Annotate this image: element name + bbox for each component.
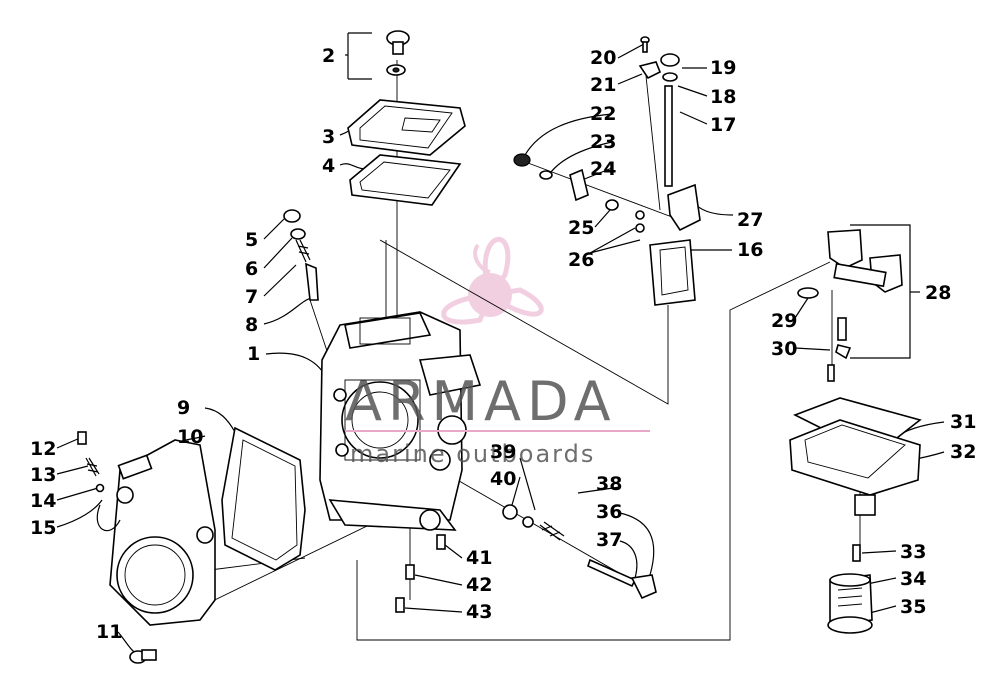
idle-screw-assembly [502,504,657,600]
callout-35: 35 [900,596,926,618]
callout-6: 6 [245,258,258,280]
cover-gasket [349,154,462,206]
callout-24: 24 [590,158,616,180]
callout-13: 13 [30,464,56,486]
callout-39: 39 [490,441,516,463]
callout-labels: 2 3 4 5 6 7 8 1 9 10 12 13 14 15 11 20 2… [30,45,976,643]
callout-41: 41 [466,547,492,569]
callout-37: 37 [596,529,622,551]
callout-31: 31 [950,411,976,433]
callout-7: 7 [245,286,258,308]
flange-screw [129,649,157,664]
callout-16: 16 [737,239,763,261]
watermark-brand: ARMADA [345,370,617,433]
callout-32: 32 [950,441,976,463]
callout-8: 8 [245,314,258,336]
callout-40: 40 [490,468,516,490]
callout-25: 25 [568,217,594,239]
flange-gasket [221,426,306,571]
pilot-screw-assembly [283,209,319,301]
callout-2: 2 [322,45,335,67]
intake-flange [96,439,216,626]
callout-36: 36 [596,501,622,523]
float-bowl [789,397,922,516]
armada-propeller-logo [441,236,544,325]
callout-4: 4 [322,155,335,177]
cover-screw [386,30,410,76]
leader-lines [56,32,945,656]
callout-42: 42 [466,574,492,596]
callout-14: 14 [30,490,56,512]
callout-18: 18 [710,86,736,108]
callout-23: 23 [590,131,616,153]
callout-29: 29 [771,310,797,332]
callout-1: 1 [247,343,260,365]
callout-19: 19 [710,57,736,79]
callout-27: 27 [737,209,763,231]
float-bowl-drain [827,544,873,634]
callout-15: 15 [30,517,56,539]
body-jets [395,534,446,613]
air-screw-parts [77,431,105,493]
callout-5: 5 [245,229,258,251]
watermark-tagline: marine outboards [350,440,595,468]
callout-28: 28 [925,282,951,304]
choke-plunger-assembly [513,36,701,306]
callout-38: 38 [596,473,622,495]
callout-30: 30 [771,338,797,360]
callout-17: 17 [710,114,736,136]
callout-11: 11 [96,621,122,643]
callout-10: 10 [177,426,203,448]
callout-26: 26 [568,249,594,271]
float-assembly [797,229,903,382]
callout-12: 12 [30,438,56,460]
callout-34: 34 [900,568,926,590]
callout-9: 9 [177,397,190,419]
callout-21: 21 [590,74,616,96]
callout-3: 3 [322,126,335,148]
callout-33: 33 [900,541,926,563]
callout-20: 20 [590,47,616,69]
callout-22: 22 [590,103,616,125]
top-cover [347,99,466,156]
callout-43: 43 [466,601,492,623]
carburetor-body [319,311,482,531]
